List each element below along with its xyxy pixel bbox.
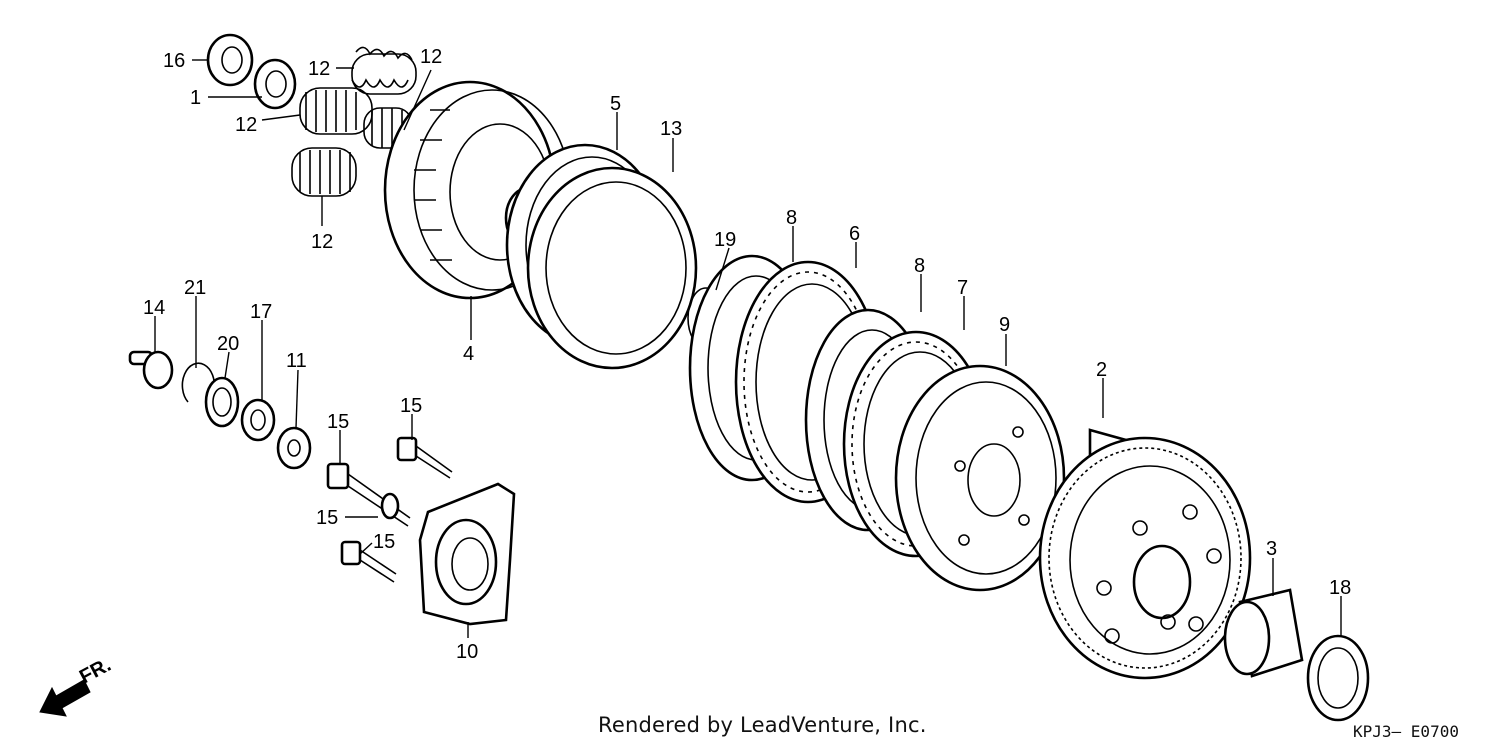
callout-11: 11 [286,350,307,372]
callout-4: 4 [463,343,474,365]
part-1-washer [253,58,297,110]
diagram-code: KPJ3— E0700 [1353,722,1459,741]
part-10-lifter-plate [418,482,516,626]
callout-15-top: 15 [400,395,422,417]
callout-1: 1 [190,87,201,109]
callout-9: 9 [999,314,1010,336]
part-13-ring [526,166,698,370]
part-21-circlip [181,362,216,403]
part-16-lock-nut [206,33,254,87]
callout-12-top: 12 [308,58,330,80]
callout-8-left: 8 [786,207,797,229]
callout-12-right: 12 [420,46,442,68]
part-20-bearing [204,376,240,428]
callout-15-left: 15 [327,411,349,433]
callout-3: 3 [1266,538,1277,560]
callout-20: 20 [217,333,239,355]
callout-6: 6 [849,223,860,245]
part-9-pressure-plate [894,364,1066,592]
callout-5: 5 [610,93,621,115]
callout-15-bottom: 15 [373,531,395,553]
callout-15-mid: 15 [316,507,338,529]
arrow-icon [39,679,91,717]
part-18-washer [1306,634,1370,722]
callout-12-bottom: 12 [311,231,333,253]
callout-17: 17 [250,301,272,323]
part-12-springs [291,46,417,197]
callout-18: 18 [1329,577,1351,599]
part-17-washer [240,398,276,442]
front-direction-arrow: FR. [39,654,115,717]
rendered-by-credit: Rendered by LeadVenture, Inc. [598,713,927,737]
callout-14: 14 [143,297,165,319]
callout-10: 10 [456,641,478,663]
part-11-washer [276,426,312,470]
part-2-clutch-outer [1038,428,1252,680]
callout-21: 21 [184,277,206,299]
callouts: 16 1 12 12 12 12 5 13 4 19 8 6 8 7 9 2 3… [143,46,1351,663]
callout-16: 16 [163,50,185,72]
part-15-bolts [326,436,453,583]
part-3-collar [1223,588,1304,678]
callout-2: 2 [1096,359,1107,381]
part-14-pin [128,350,174,390]
leader-lines [154,59,1342,638]
callout-8-right: 8 [914,255,925,277]
callout-12-mid: 12 [235,114,257,136]
callout-7: 7 [957,277,968,299]
callout-13: 13 [660,118,682,140]
callout-19: 19 [714,229,736,251]
